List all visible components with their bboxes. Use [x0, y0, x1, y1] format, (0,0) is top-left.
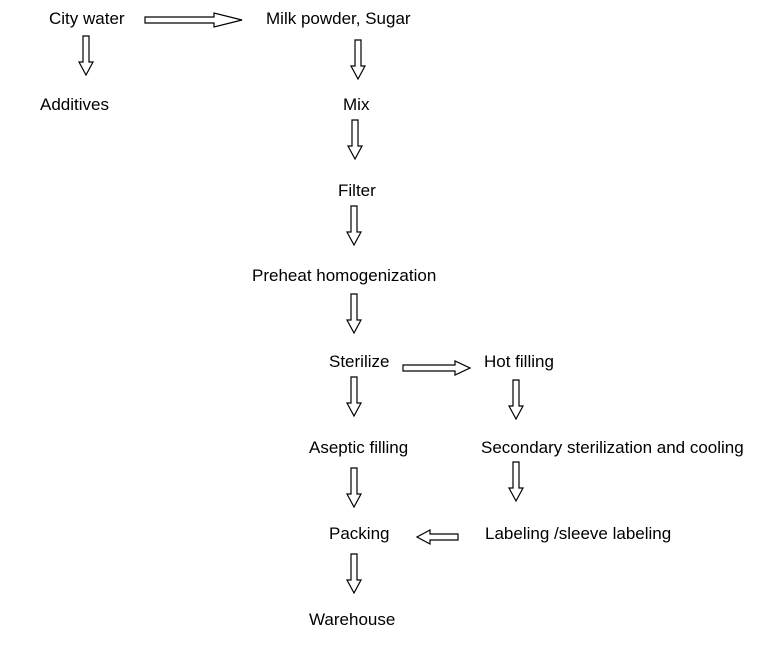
node-warehouse: Warehouse — [309, 610, 396, 629]
arrow-down-icon — [345, 467, 363, 509]
arrow-down-icon — [507, 461, 525, 503]
arrow-down-icon — [345, 205, 363, 247]
node-packing: Packing — [329, 524, 390, 543]
arrow-down-icon — [77, 35, 95, 77]
arrow-right-icon — [144, 12, 243, 28]
arrow-down-icon — [345, 293, 363, 335]
node-labeling: Labeling /sleeve labeling — [485, 524, 672, 543]
node-filter: Filter — [338, 181, 376, 200]
arrow-down-icon — [345, 376, 363, 418]
node-hot-filling: Hot filling — [484, 352, 554, 371]
arrow-down-icon — [507, 379, 525, 421]
arrow-right-icon — [402, 360, 472, 376]
node-mix: Mix — [343, 95, 370, 114]
node-sterilize: Sterilize — [329, 352, 390, 371]
node-city-water: City water — [49, 9, 125, 28]
arrow-down-icon — [345, 553, 363, 595]
node-aseptic-filling: Aseptic filling — [309, 438, 409, 457]
arrow-down-icon — [349, 39, 367, 81]
node-preheat-homogenization: Preheat homogenization — [252, 266, 437, 285]
node-secondary-sterilization-cooling: Secondary sterilization and cooling — [481, 438, 744, 457]
node-milk-powder-sugar: Milk powder, Sugar — [266, 9, 411, 28]
arrow-left-icon — [415, 528, 459, 546]
node-additives: Additives — [40, 95, 109, 114]
arrow-down-icon — [346, 119, 364, 161]
